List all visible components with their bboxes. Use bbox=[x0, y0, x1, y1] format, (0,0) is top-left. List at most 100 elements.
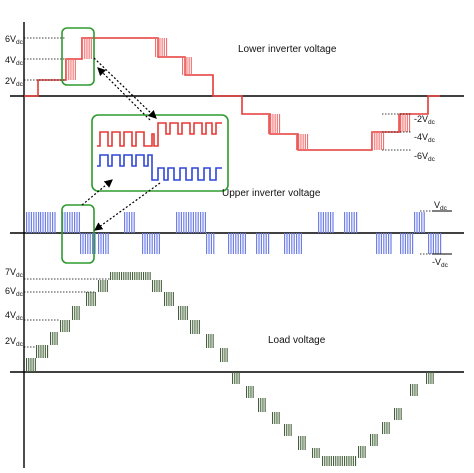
pwm-stripe bbox=[407, 233, 409, 254]
pwm-stripe bbox=[168, 292, 170, 306]
pwm-stripe bbox=[263, 233, 265, 254]
label-lower-6: 6Vdc bbox=[5, 34, 24, 46]
pwm-stripe bbox=[66, 320, 68, 332]
pwm-stripe bbox=[164, 292, 166, 306]
pwm-stripe bbox=[183, 212, 185, 233]
pwm-stripe bbox=[78, 212, 80, 233]
pwm-stripe bbox=[92, 292, 94, 306]
load-band-3 bbox=[60, 320, 70, 332]
pwm-stripe bbox=[34, 358, 36, 372]
pwm-stripe bbox=[182, 57, 184, 75]
pwm-stripe bbox=[416, 212, 418, 233]
pwm-stripe bbox=[380, 132, 382, 150]
pwm-stripe bbox=[84, 233, 86, 254]
pwm-stripe bbox=[127, 272, 129, 280]
highlight-box-upper bbox=[61, 204, 95, 264]
pwm-stripe bbox=[159, 38, 161, 57]
pwm-stripe bbox=[74, 212, 76, 233]
pwm-stripe bbox=[149, 272, 151, 280]
load-band-0 bbox=[26, 358, 36, 372]
pwm-stripe bbox=[351, 212, 353, 233]
pwm-stripe bbox=[32, 358, 34, 372]
pwm-stripe bbox=[213, 233, 215, 254]
axes bbox=[10, 22, 464, 468]
pwm-stripe bbox=[192, 320, 194, 334]
arrow-inset-to-upper bbox=[94, 182, 161, 231]
pwm-stripe bbox=[107, 233, 109, 254]
pwm-stripe bbox=[38, 345, 40, 358]
pwm-stripe bbox=[376, 233, 378, 254]
pwm-stripe bbox=[192, 212, 194, 233]
pwm-stripe bbox=[104, 280, 106, 292]
load-band-25 bbox=[394, 408, 402, 420]
pwm-stripe bbox=[208, 233, 210, 254]
label-load-6: 6Vdc bbox=[5, 286, 24, 298]
pwm-stripe bbox=[344, 456, 346, 466]
pwm-stripe bbox=[406, 114, 408, 132]
pwm-stripe bbox=[430, 372, 432, 384]
pwm-stripe bbox=[78, 306, 80, 320]
pwm-stripe bbox=[244, 233, 246, 254]
pwm-stripe bbox=[440, 233, 442, 254]
pwm-stripe bbox=[172, 292, 174, 306]
pwm-stripe bbox=[278, 412, 280, 424]
pwm-stripe bbox=[374, 132, 376, 150]
pwm-stripe bbox=[160, 280, 162, 292]
pwm-stripe bbox=[151, 233, 153, 254]
pwm-stripe bbox=[360, 446, 362, 458]
pwm-stripe bbox=[374, 434, 376, 446]
load-band-14 bbox=[232, 372, 240, 384]
pwm-stripe bbox=[358, 446, 360, 458]
pwm-stripe bbox=[320, 212, 322, 233]
title-load: Load voltage bbox=[268, 335, 326, 346]
pwm-stripe bbox=[66, 212, 68, 233]
pwm-stripe bbox=[76, 212, 78, 233]
pwm-stripe bbox=[376, 434, 378, 446]
pwm-stripe bbox=[123, 272, 125, 280]
pwm-stripe bbox=[100, 233, 102, 254]
upper-band-14 bbox=[376, 233, 392, 254]
pwm-stripe bbox=[302, 134, 304, 150]
pwm-stripe bbox=[390, 233, 392, 254]
pwm-stripe bbox=[300, 134, 302, 150]
pwm-stripe bbox=[166, 292, 168, 306]
pwm-stripe bbox=[312, 448, 314, 458]
pwm-stripe bbox=[242, 233, 244, 254]
pwm-stripe bbox=[118, 272, 120, 280]
pwm-stripe bbox=[435, 233, 437, 254]
pwm-stripe bbox=[327, 212, 329, 233]
label-lower-n4: -4Vdc bbox=[414, 132, 436, 144]
pwm-stripe bbox=[38, 212, 40, 233]
pwm-stripe bbox=[102, 280, 104, 292]
pwm-stripe bbox=[196, 320, 198, 334]
pwm-stripe bbox=[380, 233, 382, 254]
pwm-stripe bbox=[356, 212, 358, 233]
pwm-stripe bbox=[68, 320, 70, 332]
pwm-stripe bbox=[382, 422, 384, 434]
title-lower: Lower inverter voltage bbox=[238, 44, 337, 55]
label-lower-n6: -6Vdc bbox=[414, 151, 436, 163]
pwm-stripe bbox=[82, 38, 84, 59]
pwm-stripe bbox=[398, 408, 400, 420]
pwm-stripe bbox=[35, 212, 37, 233]
lower-band-1 bbox=[82, 38, 92, 59]
pwm-stripe bbox=[350, 456, 352, 466]
pwm-stripe bbox=[272, 114, 274, 134]
load-band-4 bbox=[72, 306, 80, 320]
pwm-stripe bbox=[182, 306, 184, 320]
pwm-stripe bbox=[156, 233, 158, 254]
pwm-stripe bbox=[290, 424, 292, 436]
pwm-stripe bbox=[184, 306, 186, 320]
pwm-stripe bbox=[84, 38, 86, 59]
pwm-stripe bbox=[100, 280, 102, 292]
pwm-stripe bbox=[87, 233, 89, 254]
lower-band-2 bbox=[155, 38, 168, 57]
pwm-stripe bbox=[66, 59, 68, 80]
pwm-stripe bbox=[30, 358, 32, 372]
pwm-stripe bbox=[88, 38, 90, 59]
pwm-stripe bbox=[44, 212, 46, 233]
pwm-stripe bbox=[74, 306, 76, 320]
pwm-stripe bbox=[428, 233, 430, 254]
pwm-stripe bbox=[33, 212, 35, 233]
pwm-stripe bbox=[198, 320, 200, 334]
